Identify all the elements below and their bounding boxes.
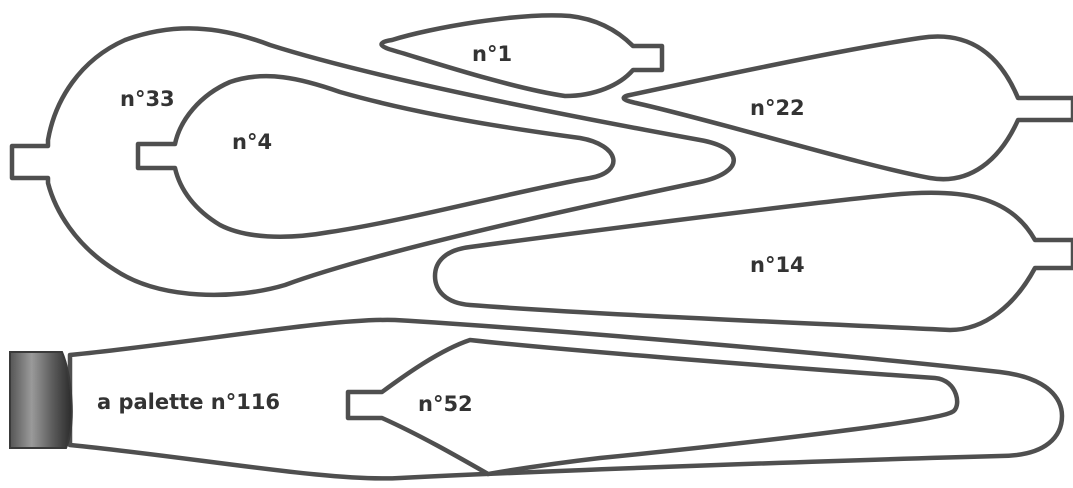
label-n1: n°1 bbox=[472, 42, 512, 66]
label-n116: a palette n°116 bbox=[97, 390, 280, 414]
label-n22: n°22 bbox=[750, 96, 805, 120]
blade-outline-n4 bbox=[135, 73, 616, 239]
ferrule-graphic bbox=[9, 351, 73, 449]
blade-outline-n52 bbox=[345, 337, 960, 477]
label-n4: n°4 bbox=[232, 130, 272, 154]
label-n33: n°33 bbox=[120, 87, 175, 111]
blade-outline-n1 bbox=[379, 13, 665, 99]
label-n14: n°14 bbox=[750, 253, 805, 277]
blade-outline-n14 bbox=[432, 190, 1073, 333]
blade-outline-n22 bbox=[621, 34, 1073, 182]
label-n52: n°52 bbox=[418, 392, 473, 416]
